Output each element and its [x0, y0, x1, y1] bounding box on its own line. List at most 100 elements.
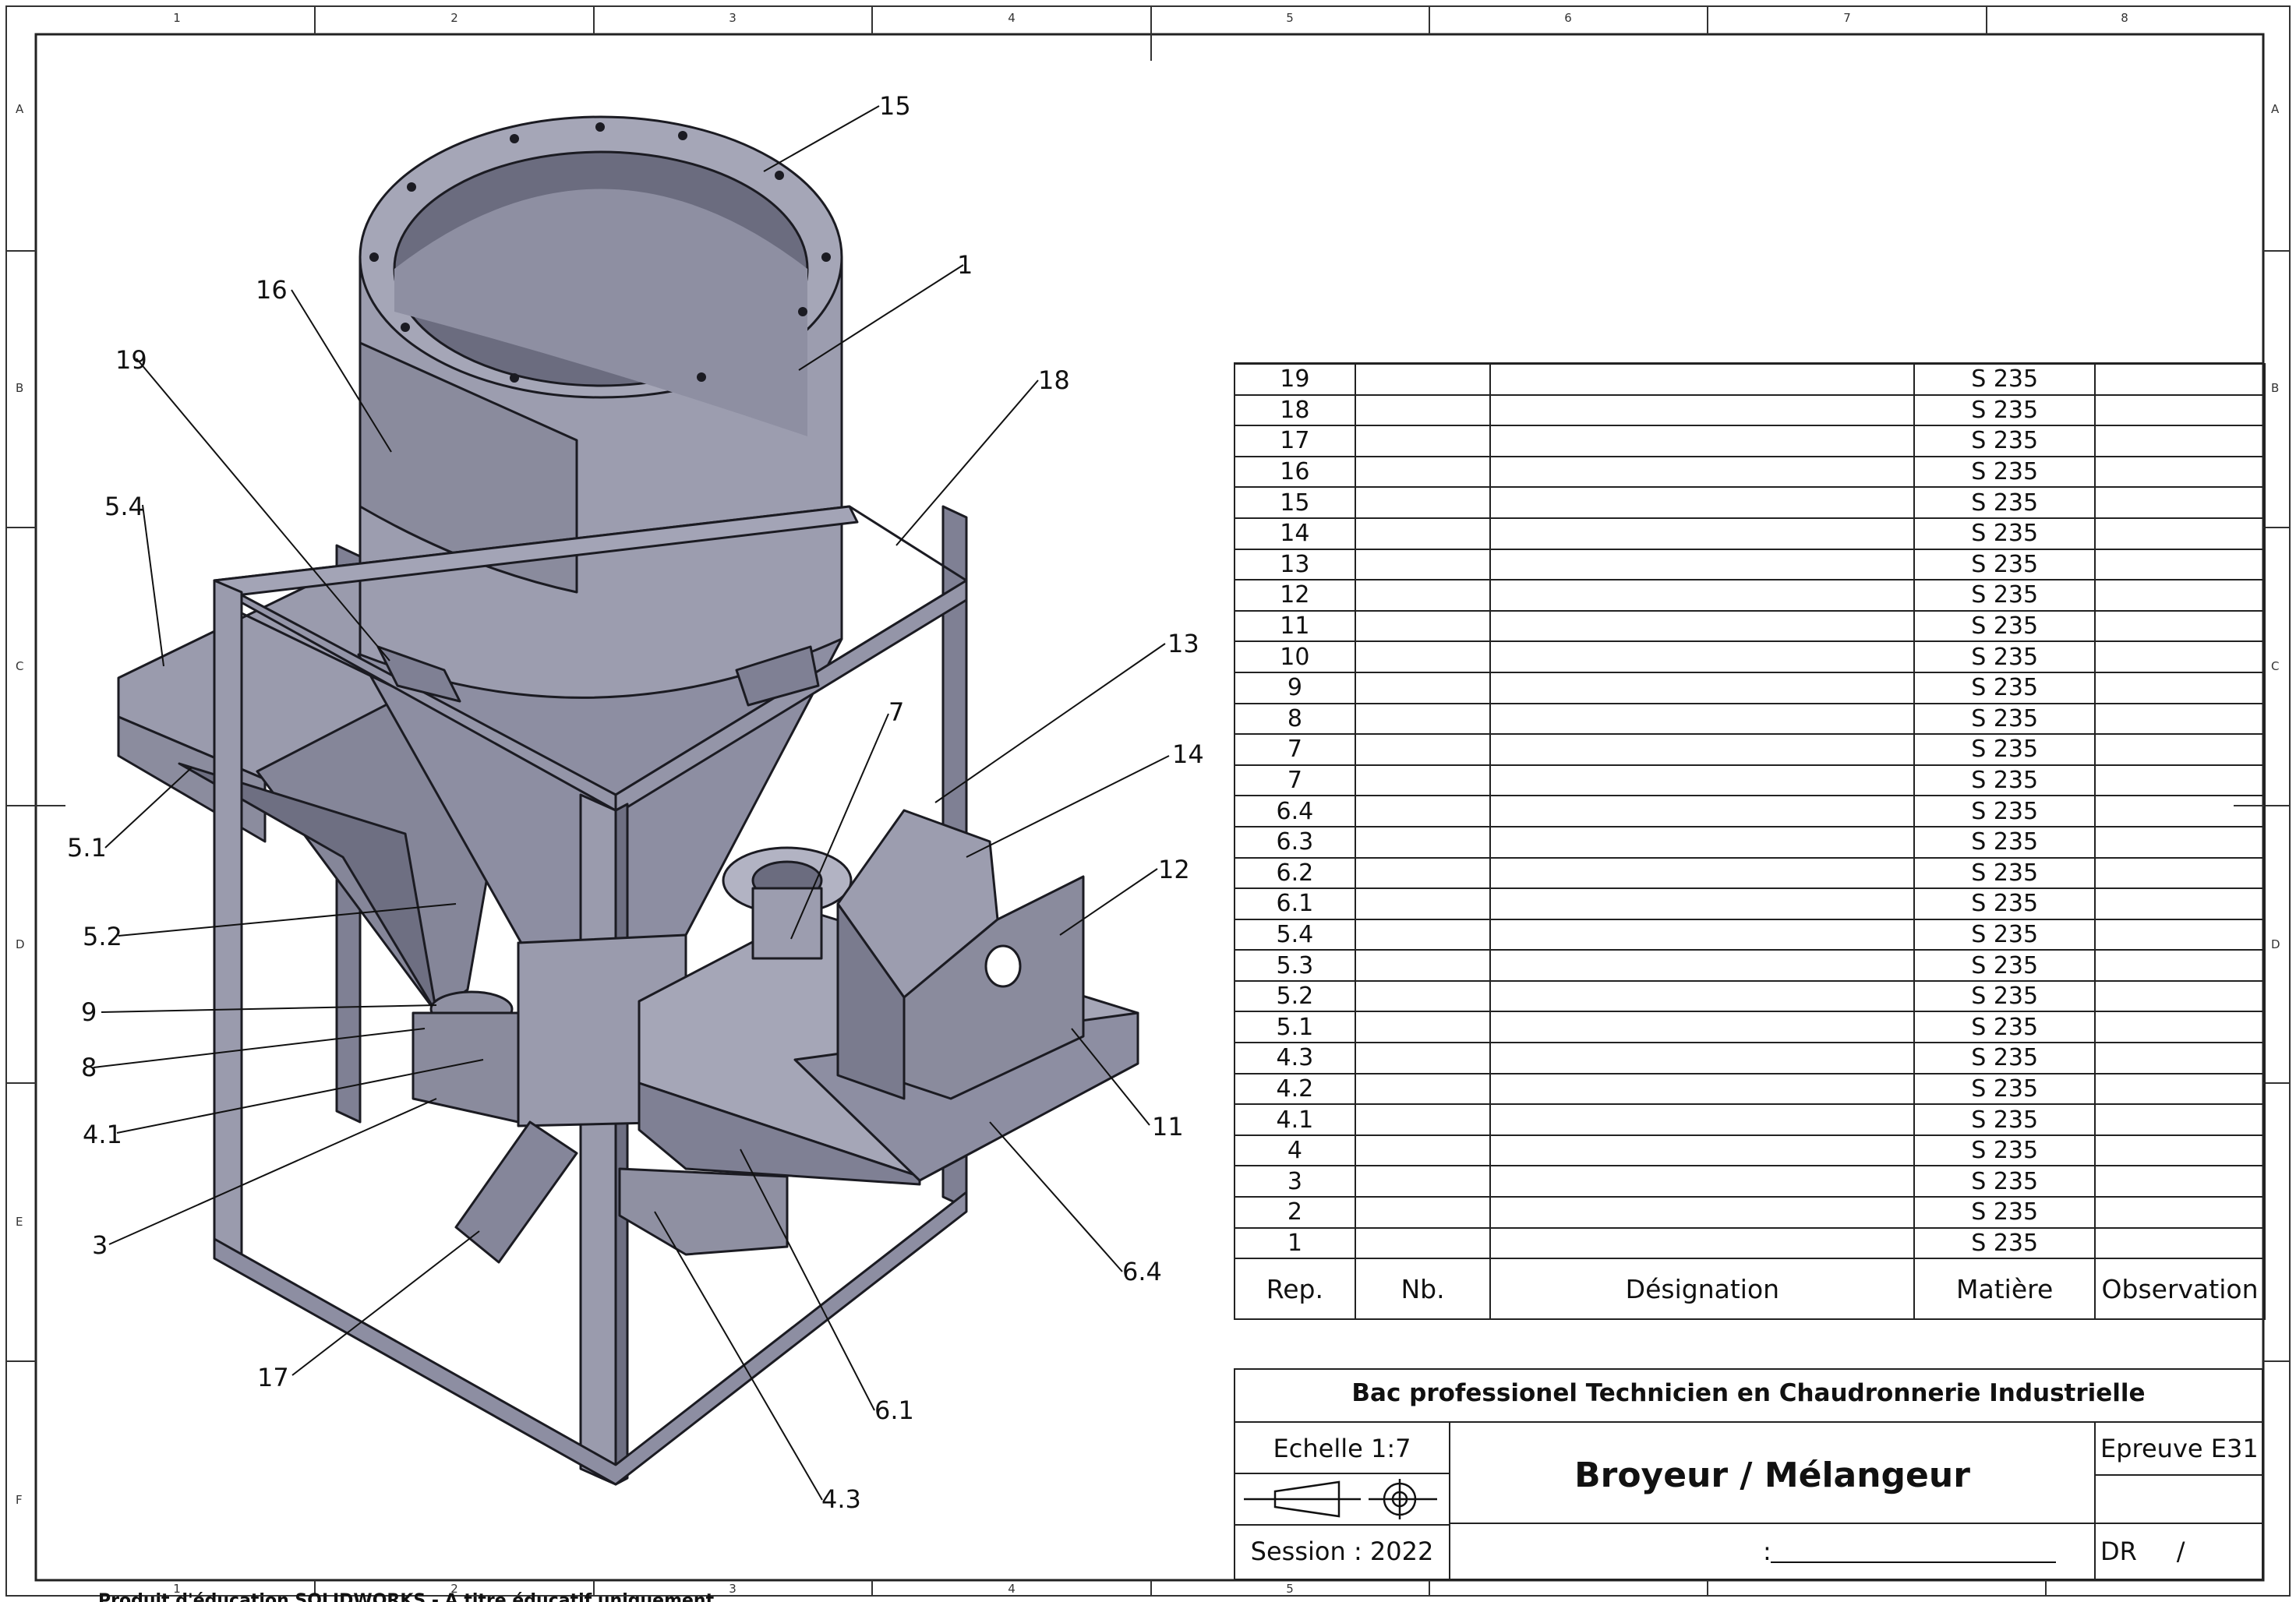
- bom-cell-matiere: S 235: [1913, 949, 2096, 982]
- bom-cell-observation: [2094, 486, 2266, 519]
- bom-cell-nb: [1354, 1134, 1492, 1167]
- bom-cell-observation: [2094, 979, 2266, 1013]
- chute-17: [454, 1120, 578, 1264]
- bom-cell-rep: 7: [1234, 764, 1356, 797]
- assembly-illustration: [117, 115, 1139, 1486]
- bom-cell-observation: [2094, 949, 2266, 982]
- bom-cell-observation: [2094, 1134, 2266, 1167]
- bom-cell-observation: [2094, 1165, 2266, 1198]
- frame-rail-front: [614, 579, 968, 816]
- bom-cell-designation: [1489, 1226, 1916, 1260]
- drive-housing-side: [638, 1082, 921, 1186]
- bom-cell-rep: 5.1: [1234, 1011, 1356, 1044]
- bom-cell-rep: 12: [1234, 579, 1356, 612]
- bom-cell-observation: [2094, 517, 2266, 550]
- bom-cell-matiere: S 235: [1913, 1072, 2096, 1106]
- grid-col-5-bottom: 5: [1286, 1582, 1294, 1596]
- bom-cell-nb: [1354, 949, 1492, 982]
- grid-row-e: E: [16, 1215, 23, 1229]
- bom-cell-rep: 8: [1234, 702, 1356, 736]
- bom-cell-designation: [1489, 1165, 1916, 1198]
- bom-cell-observation: [2094, 425, 2266, 457]
- bom-cell-nb: [1354, 425, 1492, 457]
- bom-cell-designation: [1489, 393, 1916, 427]
- drawing-title: Broyeur / Mélangeur: [1574, 1456, 1970, 1495]
- bom-cell-observation: [2094, 733, 2266, 766]
- bom-cell-rep: 13: [1234, 548, 1356, 581]
- callout-18: 18: [1038, 365, 1070, 395]
- bom-cell-matiere: S 235: [1913, 455, 2096, 489]
- bom-cell-designation: [1489, 918, 1916, 951]
- bom-cell-rep: 6.2: [1234, 856, 1356, 890]
- bom-cell-designation: [1489, 486, 1916, 519]
- grid-row-a-right: A: [2271, 102, 2280, 116]
- grid-row-a: A: [16, 102, 24, 116]
- grid-col-3-bottom: 3: [729, 1582, 736, 1596]
- bom-cell-rep: 9: [1234, 671, 1356, 704]
- grid-col-1-bottom: 1: [173, 1582, 181, 1596]
- callout-3: 3: [92, 1230, 108, 1260]
- callout-6-1: 6.1: [874, 1396, 914, 1425]
- bom-cell-matiere: S 235: [1913, 764, 2096, 797]
- bom-cell-designation: [1489, 795, 1916, 827]
- bom-cell-observation: [2094, 702, 2266, 736]
- bom-cell-matiere: S 235: [1913, 1196, 2096, 1229]
- bom-cell-nb: [1354, 887, 1492, 920]
- bom-cell-rep: 6.3: [1234, 825, 1356, 859]
- bom-cell-nb: [1354, 1072, 1492, 1106]
- bom-cell-observation: [2094, 887, 2266, 920]
- bom-cell-designation: [1489, 1011, 1916, 1044]
- bom-cell-designation: [1489, 764, 1916, 797]
- bom-cell-designation: [1489, 1042, 1916, 1074]
- bom-row: 9 S 235: [1234, 671, 2266, 704]
- bom-cell-matiere: S 235: [1913, 1165, 2096, 1198]
- bom-header-matiere: Matière: [1913, 1258, 2096, 1321]
- bom-cell-observation: [2094, 579, 2266, 612]
- bom-cell-rep: 6.1: [1234, 887, 1356, 920]
- bom-cell-designation: [1489, 609, 1916, 643]
- bom-cell-matiere: S 235: [1913, 393, 2096, 427]
- bom-cell-rep: 1: [1234, 1226, 1356, 1260]
- name-underline: [1771, 1561, 2056, 1563]
- bom-cell-observation: [2094, 918, 2266, 951]
- bom-cell-nb: [1354, 486, 1492, 519]
- callout-4-1: 4.1: [83, 1120, 122, 1149]
- bom-cell-designation: [1489, 949, 1916, 982]
- bom-cell-rep: 7: [1234, 733, 1356, 766]
- bom-cell-rep: 5.2: [1234, 979, 1356, 1013]
- bom-cell-observation: [2094, 640, 2266, 673]
- shaft-hole: [984, 944, 1022, 988]
- lug-left: [376, 645, 461, 703]
- bom-header-observation: Observation: [2094, 1258, 2266, 1321]
- bom-cell-observation: [2094, 455, 2266, 489]
- bom-cell-nb: [1354, 548, 1492, 581]
- bom-cell-nb: [1354, 579, 1492, 612]
- exam-text: Epreuve E31: [2100, 1434, 2259, 1463]
- bom-cell-designation: [1489, 548, 1916, 581]
- bom-cell-nb: [1354, 609, 1492, 643]
- bom-cell-matiere: S 235: [1913, 1042, 2096, 1074]
- session-text: Session : 2022: [1250, 1537, 1434, 1566]
- bom-cell-nb: [1354, 517, 1492, 550]
- bom-cell-matiere: S 235: [1913, 671, 2096, 704]
- grid-col-2-bottom: 2: [450, 1582, 458, 1596]
- bom-cell-designation: [1489, 455, 1916, 489]
- lower-box-4-1: [412, 1011, 520, 1124]
- bom-cell-matiere: S 235: [1913, 363, 2096, 396]
- callout-5-1: 5.1: [67, 833, 107, 863]
- bom-cell-observation: [2094, 671, 2266, 704]
